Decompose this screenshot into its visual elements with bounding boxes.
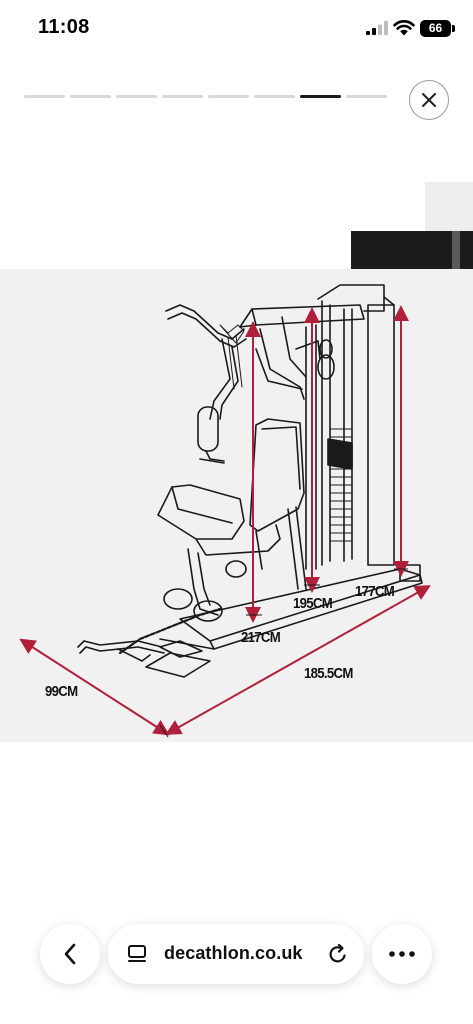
back-button[interactable] [40, 924, 100, 984]
reload-icon[interactable] [327, 943, 349, 965]
dimension-label-99: 99CM [45, 683, 78, 700]
dimension-label-195: 195CM [293, 595, 333, 612]
status-time: 11:08 [38, 16, 90, 38]
story-progress-segment [24, 95, 65, 98]
more-button[interactable] [372, 924, 432, 984]
close-button[interactable] [409, 80, 449, 120]
story-progress [24, 95, 387, 98]
battery-tip [452, 25, 455, 32]
status-bar: 11:08 66 [0, 0, 473, 58]
dimension-label-217: 217CM [241, 629, 281, 646]
product-image[interactable]: 195CM 177CM 217CM 185.5CM 99CM [0, 269, 473, 742]
story-progress-segment [162, 95, 203, 98]
story-progress-segment [346, 95, 387, 98]
story-progress-segment [208, 95, 249, 98]
dimension-label-185: 185.5CM [304, 665, 353, 682]
story-progress-segment [254, 95, 295, 98]
tabs-icon [128, 945, 146, 962]
story-progress-segment [116, 95, 157, 98]
battery-icon: 66 [420, 20, 451, 37]
close-icon [422, 93, 436, 107]
address-bar[interactable]: decathlon.co.uk [108, 924, 364, 984]
address-text[interactable]: decathlon.co.uk [164, 943, 303, 963]
gallery-thumbnail-stripe [452, 231, 460, 269]
dimension-label-177: 177CM [355, 583, 395, 600]
story-progress-segment [70, 95, 111, 98]
story-progress-segment [300, 95, 341, 98]
home-gym-drawing [19, 284, 431, 738]
chevron-left-icon [64, 943, 76, 965]
signal-icon [366, 21, 388, 35]
more-icon [389, 951, 415, 957]
wifi-icon [393, 20, 415, 36]
